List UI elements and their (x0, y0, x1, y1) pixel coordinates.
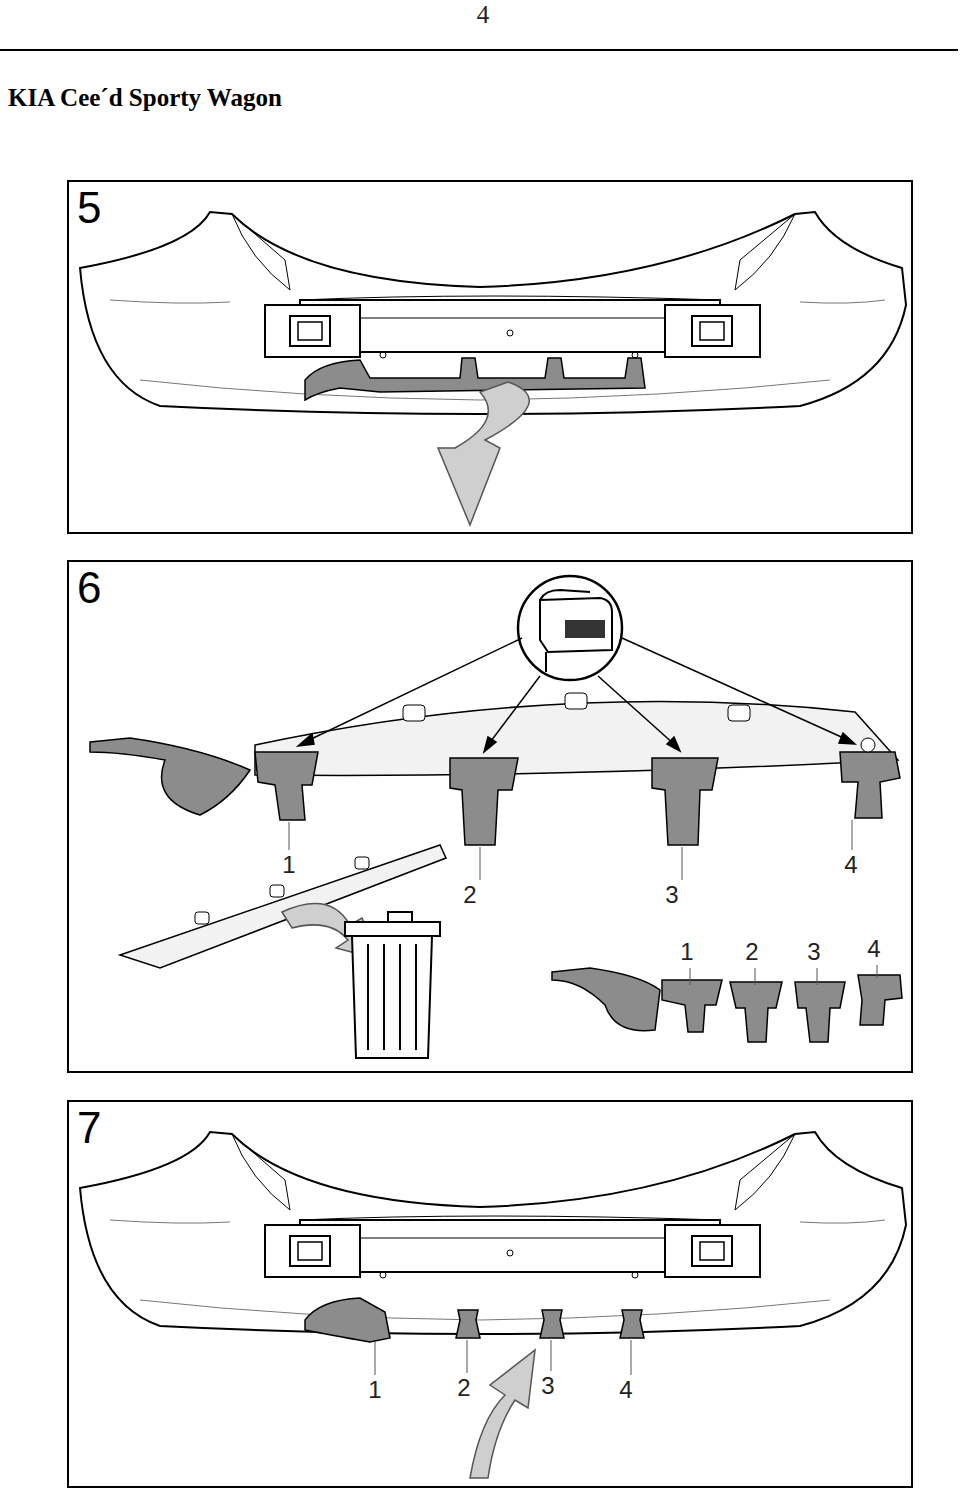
callout-number: 1 (282, 853, 295, 877)
step-number: 7 (77, 1106, 101, 1150)
callout-number: 4 (619, 1378, 632, 1402)
callout-number: 3 (665, 883, 678, 907)
step-panel: 6 (67, 560, 913, 1073)
page-title: KIA Cee´d Sporty Wagon (8, 84, 282, 112)
callout-number: 3 (541, 1374, 554, 1398)
callout-number: 1 (368, 1378, 381, 1402)
step-panel: 7 (67, 1100, 913, 1488)
callout-number: 1 (680, 940, 693, 964)
step-number: 5 (77, 186, 101, 230)
callout-number: 4 (867, 937, 880, 961)
callout-number: 2 (463, 883, 476, 907)
callout-number: 4 (844, 853, 857, 877)
step-panel: 5 (67, 180, 913, 534)
callout-number: 3 (807, 940, 820, 964)
step-number: 6 (77, 566, 101, 610)
page-number: 4 (477, 2, 490, 27)
callout-number: 2 (745, 940, 758, 964)
callout-number: 2 (457, 1376, 470, 1400)
